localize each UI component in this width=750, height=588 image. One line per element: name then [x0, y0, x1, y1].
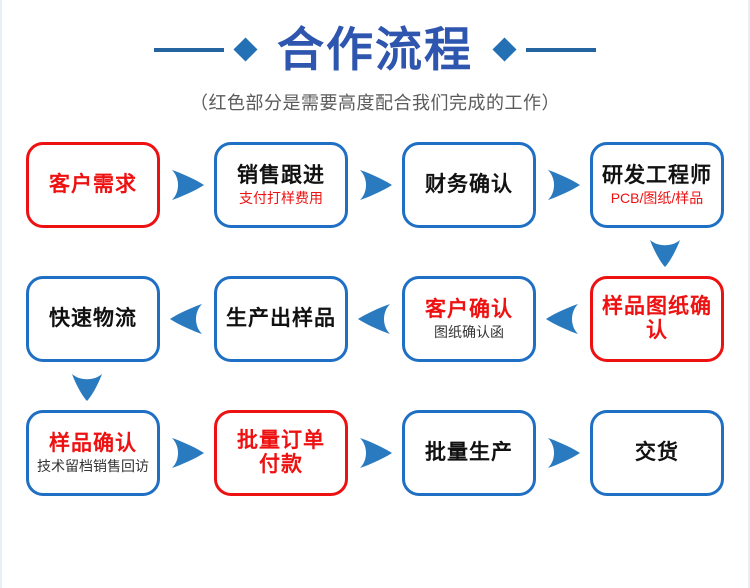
- flow-node-fast-logistics[interactable]: 快速物流: [26, 276, 160, 362]
- page-header: 合作流程 （红色部分是需要高度配合我们完成的工作）: [2, 0, 748, 115]
- flow-node-bulk-order-payment[interactable]: 批量订单付款: [214, 410, 348, 496]
- node-subtitle: 支付打样费用: [239, 190, 323, 207]
- page-title: 合作流程: [277, 23, 473, 76]
- flow-node-delivery[interactable]: 交货: [590, 410, 724, 496]
- flow-row-1: 客户需求 销售跟进 支付打样费用 财务确认 研发工程师 PCB/图纸/样品: [26, 139, 724, 231]
- node-subtitle: PCB/图纸/样品: [610, 190, 704, 207]
- page-subtitle: （红色部分是需要高度配合我们完成的工作）: [190, 93, 560, 113]
- title-left-rule: [154, 47, 224, 52]
- flow-node-customer-requirement[interactable]: 客户需求: [26, 142, 160, 228]
- flow-node-rd-engineer[interactable]: 研发工程师 PCB/图纸/样品: [590, 142, 724, 228]
- arrow-right-icon: [536, 168, 590, 202]
- flow-node-customer-confirm[interactable]: 客户确认 图纸确认函: [402, 276, 536, 362]
- diamond-left-icon: [233, 37, 258, 62]
- node-subtitle: 技术留档销售回访: [37, 458, 149, 475]
- flow-row-2: 快速物流 生产出样品 客户确认 图纸确认函 样品图纸确认: [26, 273, 724, 365]
- node-title: 样品确认: [49, 431, 137, 455]
- arrow-left-icon: [348, 302, 402, 336]
- arrow-right-icon: [536, 436, 590, 470]
- flow-node-produce-sample[interactable]: 生产出样品: [214, 276, 348, 362]
- arrow-down-icon: [70, 371, 104, 403]
- flow-node-sales-followup[interactable]: 销售跟进 支付打样费用: [214, 142, 348, 228]
- flow-node-finance-confirm[interactable]: 财务确认: [402, 142, 536, 228]
- flow-diagram: 客户需求 销售跟进 支付打样费用 财务确认 研发工程师 PCB/图纸/样品: [2, 139, 748, 499]
- arrow-left-icon: [160, 302, 214, 336]
- node-title: 客户确认: [425, 297, 513, 321]
- arrow-left-icon: [536, 302, 590, 336]
- node-title: 样品图纸确认: [602, 295, 712, 342]
- node-title: 研发工程师: [602, 163, 712, 187]
- node-title: 客户需求: [49, 173, 137, 197]
- title-right-rule: [526, 47, 596, 52]
- diamond-right-icon: [492, 37, 517, 62]
- arrow-right-icon: [348, 168, 402, 202]
- arrow-right-icon: [160, 168, 214, 202]
- node-title: 交货: [635, 441, 679, 465]
- arrow-right-icon: [160, 436, 214, 470]
- node-title: 批量订单付款: [237, 429, 325, 476]
- arrow-right-icon: [348, 436, 402, 470]
- node-title: 财务确认: [425, 173, 513, 197]
- node-title: 批量生产: [425, 441, 513, 465]
- flow-node-sample-drawing-confirm[interactable]: 样品图纸确认: [590, 276, 724, 362]
- flow-node-sample-confirm[interactable]: 样品确认 技术留档销售回访: [26, 410, 160, 496]
- node-subtitle: 图纸确认函: [434, 324, 504, 341]
- flow-node-mass-production[interactable]: 批量生产: [402, 410, 536, 496]
- flow-row-3: 样品确认 技术留档销售回访 批量订单付款 批量生产 交货: [26, 407, 724, 499]
- arrow-down-icon: [648, 237, 682, 269]
- node-title: 快速物流: [49, 307, 137, 331]
- node-title: 生产出样品: [226, 307, 336, 331]
- node-title: 销售跟进: [237, 163, 325, 187]
- title-row: 合作流程: [2, 26, 748, 73]
